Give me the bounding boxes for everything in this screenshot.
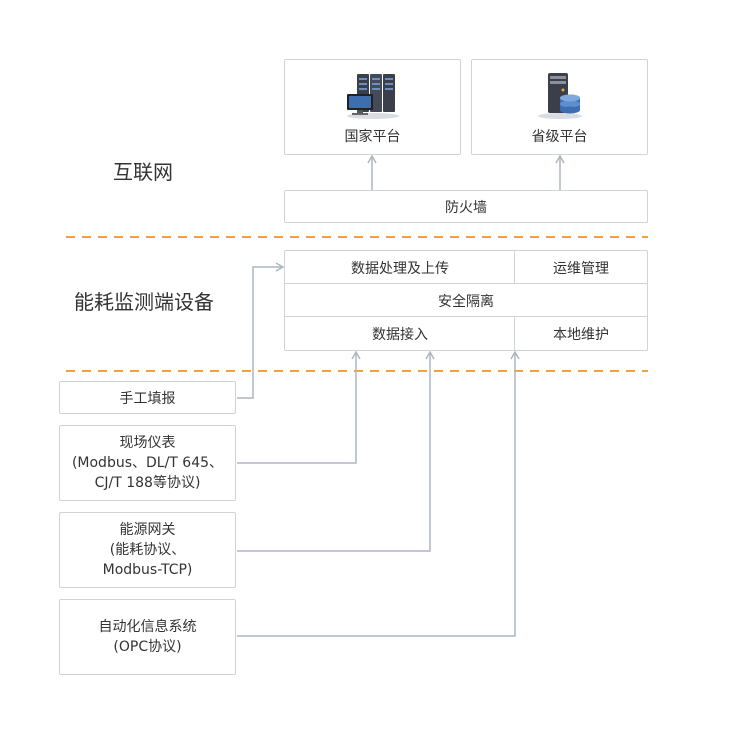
ops-management-box: 运维管理 xyxy=(514,250,648,285)
firewall-box: 防火墙 xyxy=(284,190,648,223)
source-automation-system-line-1: 自动化信息系统 xyxy=(98,619,197,635)
zone-label-device: 能耗监测端设备 xyxy=(74,290,214,314)
source-energy-gateway-line-2: (能耗协议、 xyxy=(109,542,186,558)
source-field-meters: 现场仪表 (Modbus、DL/T 645、 CJ/T 188等协议) xyxy=(59,425,236,501)
source-field-meters-line-1: 现场仪表 xyxy=(119,435,176,451)
security-isolation-box: 安全隔离 xyxy=(284,283,648,318)
platform-national: 国家平台 xyxy=(284,59,461,155)
platform-provincial-label: 省级平台 xyxy=(531,129,588,145)
source-energy-gateway-line-3: Modbus-TCP) xyxy=(102,562,193,578)
arrow-meters-access xyxy=(237,350,361,464)
source-manual-entry: 手工填报 xyxy=(59,381,236,414)
source-energy-gateway-line-1: 能源网关 xyxy=(119,522,176,538)
data-access-box: 数据接入 xyxy=(284,316,516,351)
source-field-meters-line-3: CJ/T 188等协议) xyxy=(94,475,201,491)
arrow-manual-processing xyxy=(237,262,285,399)
arrow-gateway-access xyxy=(237,350,435,552)
platform-national-label: 国家平台 xyxy=(344,129,401,145)
source-manual-entry-label: 手工填报 xyxy=(119,390,176,407)
zone-label-internet: 互联网 xyxy=(113,160,173,184)
server-database-icon xyxy=(537,73,582,119)
source-energy-gateway: 能源网关 (能耗协议、 Modbus-TCP) xyxy=(59,512,236,588)
platform-provincial: 省级平台 xyxy=(471,59,648,155)
arrow-automation-maintenance xyxy=(237,350,520,637)
local-maintenance-box: 本地维护 xyxy=(514,316,648,351)
server-rack-monitor-icon xyxy=(346,74,399,119)
source-automation-system: 自动化信息系统 (OPC协议) xyxy=(59,599,236,675)
source-automation-system-line-2: (OPC协议) xyxy=(113,639,182,655)
processing-upload-box: 数据处理及上传 xyxy=(284,250,516,285)
source-field-meters-line-2: (Modbus、DL/T 645、 xyxy=(71,455,224,471)
